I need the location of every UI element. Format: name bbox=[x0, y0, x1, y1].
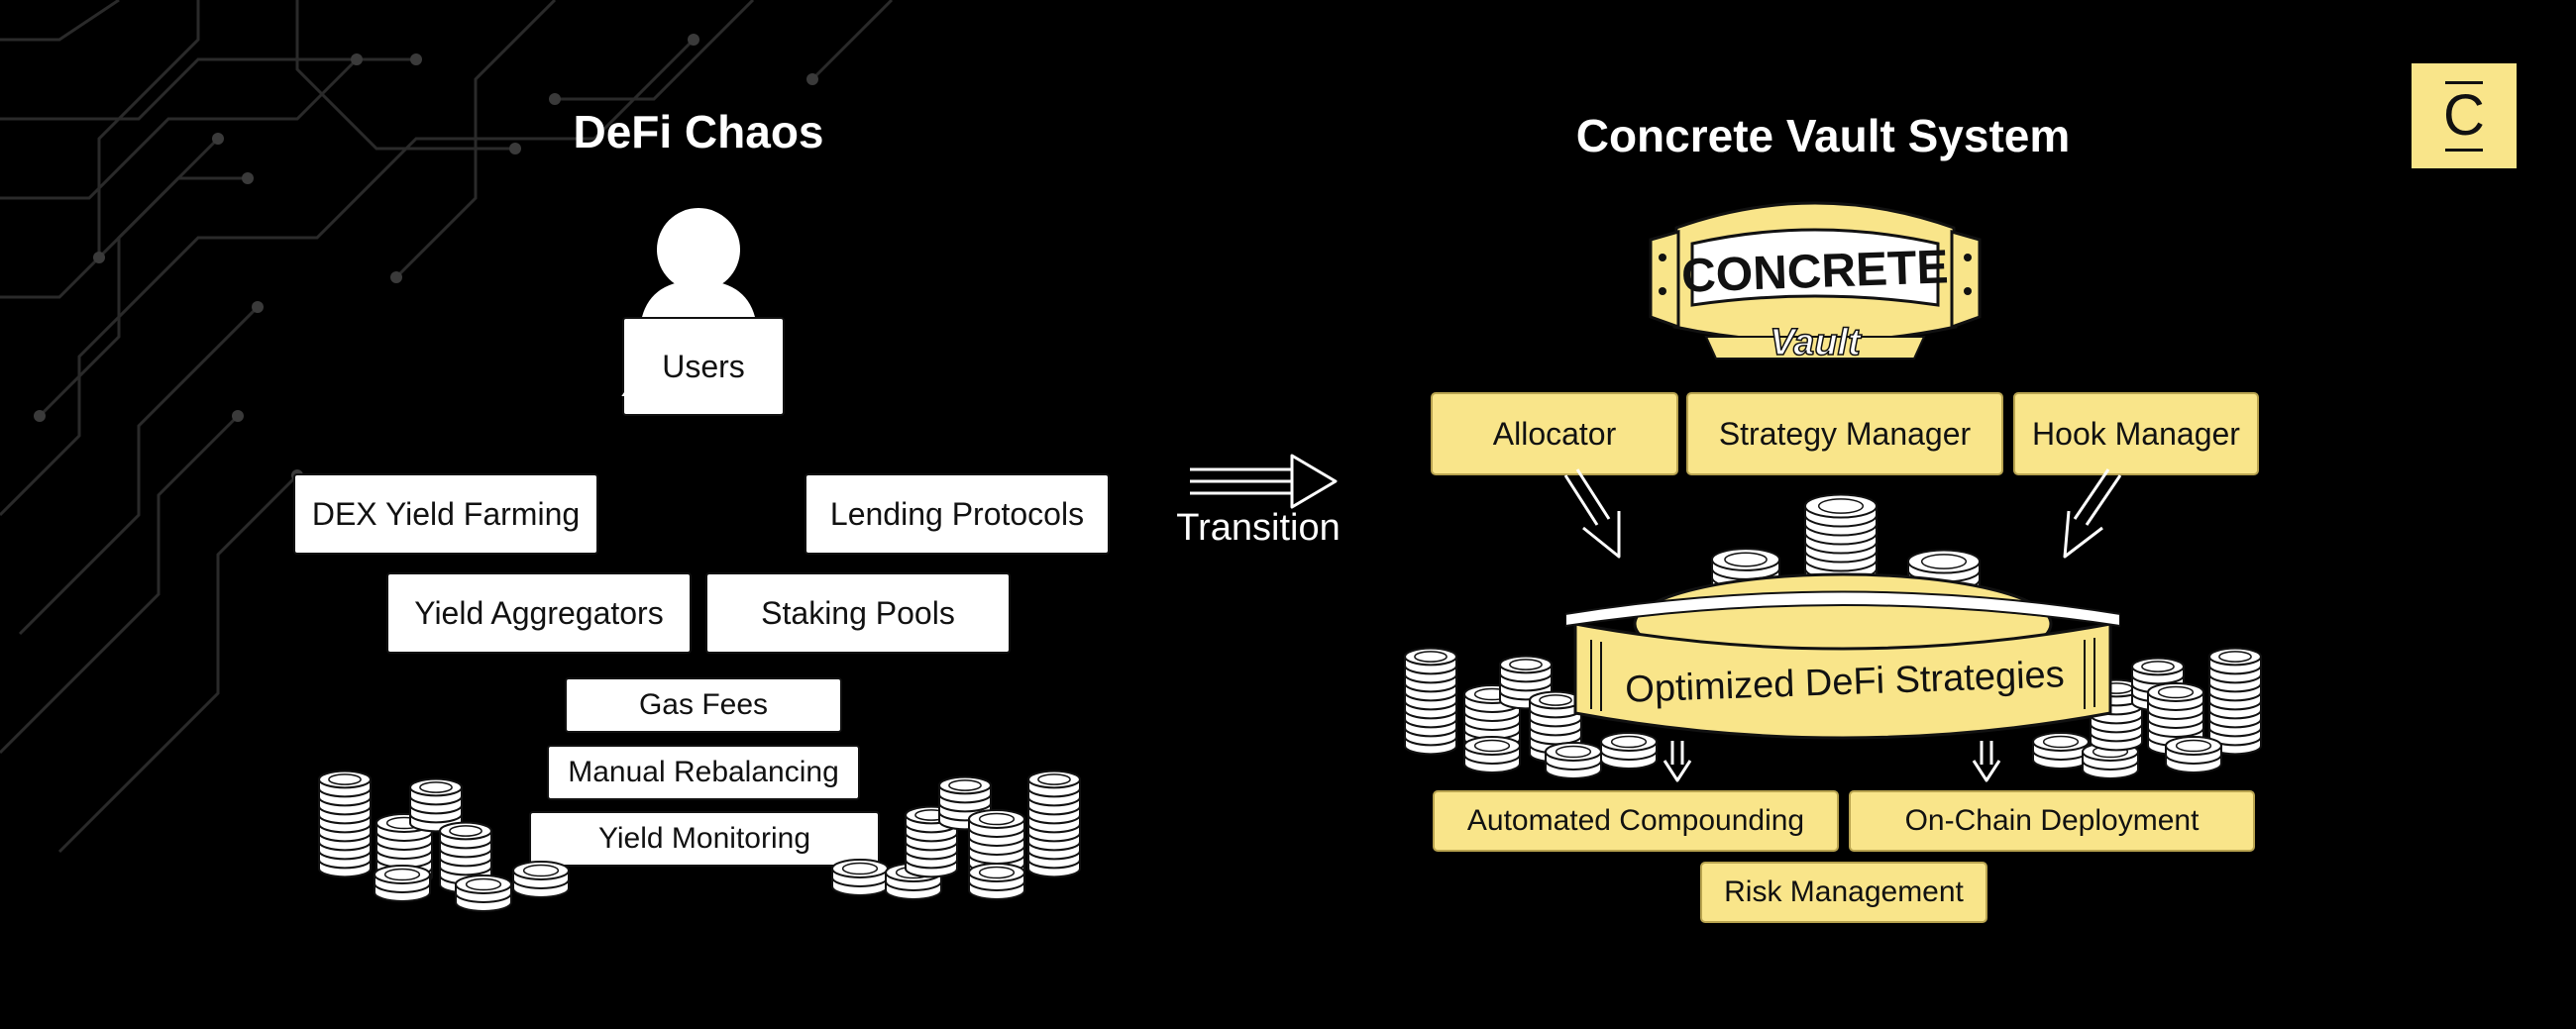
coin-stack bbox=[2165, 736, 2222, 773]
users-label: Users bbox=[662, 348, 745, 384]
user-icon bbox=[642, 208, 755, 317]
output-risk-management: Risk Management bbox=[1700, 862, 1987, 923]
protocol-yield-aggregators: Yield Aggregators bbox=[386, 572, 692, 654]
transition-label: Transition bbox=[1176, 507, 1341, 549]
protocol-staking-pools: Staking Pools bbox=[705, 572, 1011, 654]
logo-letter: C bbox=[2443, 83, 2485, 148]
coin-stack bbox=[2147, 682, 2204, 756]
circuit-background bbox=[0, 0, 894, 854]
strategy-platform bbox=[1565, 572, 2120, 740]
output-on-chain-deployment: On-Chain Deployment bbox=[1849, 790, 2255, 852]
left-title: DeFi Chaos bbox=[573, 106, 824, 157]
vault-script-text: Vault bbox=[1770, 322, 1862, 363]
concrete-vault-illustration: CONCRETE Vault bbox=[1649, 201, 1982, 364]
module-strategy-manager: Strategy Manager bbox=[1686, 392, 2003, 475]
users-laptop: Users bbox=[622, 317, 785, 416]
module-allocator: Allocator bbox=[1431, 392, 1678, 475]
coin-stack bbox=[1404, 647, 1457, 756]
pain-manual-rebalancing: Manual Rebalancing bbox=[547, 745, 860, 800]
left-arrows bbox=[621, 385, 782, 396]
right-title: Concrete Vault System bbox=[1575, 110, 2071, 161]
coin-stack bbox=[1463, 736, 1521, 773]
coin-stack bbox=[2208, 647, 2262, 756]
coin-stack bbox=[1463, 684, 1521, 758]
protocol-lending-protocols: Lending Protocols bbox=[805, 473, 1110, 555]
module-hook-manager: Hook Manager bbox=[2013, 392, 2259, 475]
coin-stack bbox=[1499, 655, 1553, 710]
vault-sign-text: CONCRETE bbox=[1680, 241, 1949, 302]
pain-gas-fees: Gas Fees bbox=[565, 677, 842, 733]
output-automated-compounding: Automated Compounding bbox=[1433, 790, 1839, 852]
brand-logo: C bbox=[2412, 63, 2517, 168]
pain-yield-monitoring: Yield Monitoring bbox=[529, 811, 880, 867]
transition-arrow bbox=[1190, 454, 1338, 509]
protocol-dex-yield-farming: DEX Yield Farming bbox=[293, 473, 598, 555]
coin-stack bbox=[2131, 657, 2185, 712]
